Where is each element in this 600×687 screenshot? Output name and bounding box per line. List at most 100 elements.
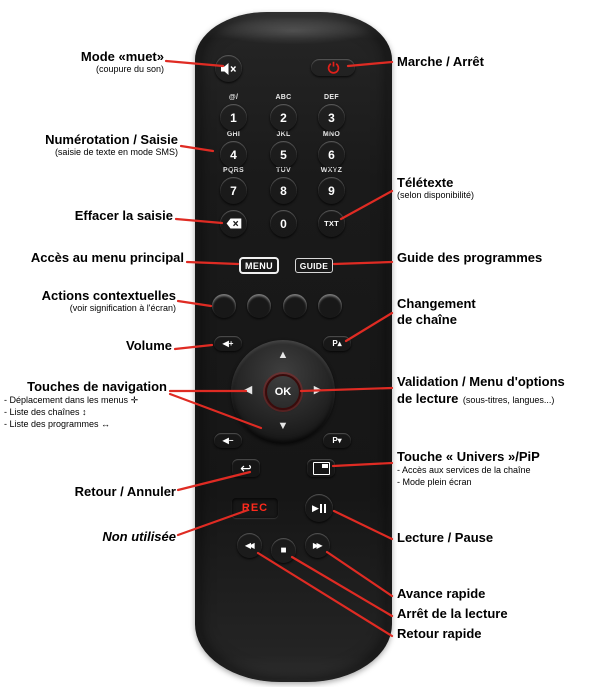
label-teletext: Télétexte (selon disponibilité) xyxy=(397,175,474,201)
key-letters: ABC xyxy=(275,94,292,101)
label-navigation-item: - Liste des programmes ↔ xyxy=(4,419,111,429)
label-rewind: Retour rapide xyxy=(397,626,482,641)
pip-button[interactable] xyxy=(307,459,335,477)
label-validation-line1: Validation / Menu d'options xyxy=(397,374,565,389)
key-letters: WXYZ xyxy=(320,167,343,174)
label-guide: Guide des programmes xyxy=(397,250,542,265)
label-forward-title: Avance rapide xyxy=(397,586,486,601)
play-icon: ▶ xyxy=(312,502,319,513)
remote-body: @/ ABC DEF GHI JKL MNO PQRS TUV WXYZ 1 2… xyxy=(195,12,392,682)
power-button[interactable] xyxy=(311,59,355,76)
digit-key-5[interactable]: 5 xyxy=(270,141,297,168)
channel-up-button[interactable]: P▴ xyxy=(323,336,351,351)
nav-right-arrow[interactable]: ▶ xyxy=(313,384,323,396)
label-play-pause-title: Lecture / Pause xyxy=(397,530,494,545)
mute-button[interactable] xyxy=(215,55,242,82)
label-channel: Changement de chaîne xyxy=(397,296,476,328)
pip-icon xyxy=(312,461,330,475)
label-power: Marche / Arrêt xyxy=(397,54,484,69)
play-pause-button[interactable]: ▶ xyxy=(305,494,333,522)
key-letters: GHI xyxy=(226,131,241,138)
return-button[interactable]: ↩ xyxy=(232,459,260,477)
digit-key-9[interactable]: 9 xyxy=(318,177,345,204)
key-letters: @/ xyxy=(228,94,239,101)
label-numpad-sub: (saisie de texte en mode SMS) xyxy=(54,147,178,157)
color-key-red[interactable] xyxy=(212,294,236,318)
color-key-blue[interactable] xyxy=(318,294,342,318)
label-navigation-item: - Liste des chaînes ↕ xyxy=(4,407,87,417)
backspace-icon xyxy=(226,218,241,229)
label-univers: Touche « Univers »/PiP - Accès aux servi… xyxy=(397,449,540,488)
digit-key-3[interactable]: 3 xyxy=(318,104,345,131)
forward-icon: ▶▶ xyxy=(312,540,323,550)
volume-down-button[interactable]: ◀− xyxy=(214,433,242,448)
volume-up-button[interactable]: ◀+ xyxy=(214,336,242,351)
label-mute-title: Mode «muet» xyxy=(80,49,164,64)
rewind-button[interactable]: ◀◀ xyxy=(237,533,262,558)
label-menu-title: Accès au menu principal xyxy=(30,250,184,265)
rec-button[interactable]: REC xyxy=(232,498,278,518)
digit-key-1[interactable]: 1 xyxy=(220,104,247,131)
label-navigation: Touches de navigation - Déplacement dans… xyxy=(4,379,167,430)
digit-key-6[interactable]: 6 xyxy=(318,141,345,168)
channel-down-button[interactable]: P▾ xyxy=(323,433,351,448)
label-rewind-title: Retour rapide xyxy=(397,626,482,641)
digit-key-0[interactable]: 0 xyxy=(270,210,297,237)
stop-button[interactable]: ■ xyxy=(271,538,296,563)
rewind-icon: ◀◀ xyxy=(244,540,255,550)
color-key-green[interactable] xyxy=(247,294,271,318)
label-teletext-title: Télétexte xyxy=(397,175,454,190)
label-stop-title: Arrêt de la lecture xyxy=(397,606,508,621)
label-numpad: Numérotation / Saisie (saisie de texte e… xyxy=(45,132,178,158)
label-volume-title: Volume xyxy=(126,338,172,353)
key-letters: TUV xyxy=(276,167,291,174)
label-guide-title: Guide des programmes xyxy=(397,250,543,265)
label-context-title: Actions contextuelles xyxy=(41,288,176,303)
key-letters: PQRS xyxy=(222,167,245,174)
key-letters: DEF xyxy=(324,94,339,101)
digit-key-2[interactable]: 2 xyxy=(270,104,297,131)
label-volume: Volume xyxy=(126,338,172,353)
label-univers-item: - Mode plein écran xyxy=(397,477,472,487)
forward-button[interactable]: ▶▶ xyxy=(305,533,330,558)
digit-key-7[interactable]: 7 xyxy=(220,177,247,204)
label-validation-sub: (sous-titres, langues...) xyxy=(462,395,555,405)
digit-key-4[interactable]: 4 xyxy=(220,141,247,168)
stop-icon: ■ xyxy=(280,544,287,556)
menu-button[interactable]: MENU xyxy=(239,257,279,274)
label-navigation-item: - Déplacement dans les menus ✛ xyxy=(4,395,139,405)
label-unused: Non utilisée xyxy=(102,529,176,544)
key-letters: MNO xyxy=(322,131,341,138)
label-back-title: Retour / Annuler xyxy=(74,484,176,499)
label-teletext-sub: (selon disponibilité) xyxy=(397,190,475,200)
mute-speaker-icon xyxy=(220,62,236,75)
label-numpad-title: Numérotation / Saisie xyxy=(45,132,178,147)
teletext-key[interactable]: TXT xyxy=(318,210,345,237)
nav-left-arrow[interactable]: ◀ xyxy=(243,384,253,396)
nav-up-arrow[interactable]: ▲ xyxy=(277,349,289,361)
label-play-pause: Lecture / Pause xyxy=(397,530,493,545)
label-univers-title: Touche « Univers »/PiP xyxy=(397,449,540,464)
key-letters: JKL xyxy=(276,131,291,138)
pause-icon xyxy=(319,503,326,513)
erase-key[interactable] xyxy=(220,210,247,237)
label-back: Retour / Annuler xyxy=(75,484,176,499)
label-univers-item: - Accès aux services de la chaîne xyxy=(397,465,531,475)
guide-button[interactable]: GUIDE xyxy=(295,258,333,273)
ok-button[interactable]: OK xyxy=(265,374,301,410)
navigation-pad[interactable]: ▲ ▼ ◀ ▶ OK xyxy=(231,340,335,444)
label-navigation-title: Touches de navigation xyxy=(27,379,167,394)
label-forward: Avance rapide xyxy=(397,586,485,601)
label-validation-line2: de lecture xyxy=(397,391,459,406)
label-context: Actions contextuelles (voir significatio… xyxy=(42,288,176,314)
digit-key-8[interactable]: 8 xyxy=(270,177,297,204)
label-validation: Validation / Menu d'options de lecture (… xyxy=(397,374,565,408)
label-context-sub: (voir signification à l'écran) xyxy=(69,303,176,313)
nav-down-arrow[interactable]: ▼ xyxy=(277,420,289,432)
label-power-title: Marche / Arrêt xyxy=(397,54,484,69)
color-key-yellow[interactable] xyxy=(283,294,307,318)
label-menu: Accès au menu principal xyxy=(31,250,184,265)
label-channel-line1: Changement xyxy=(397,296,476,311)
label-mute: Mode «muet» (coupure du son) xyxy=(81,49,164,75)
